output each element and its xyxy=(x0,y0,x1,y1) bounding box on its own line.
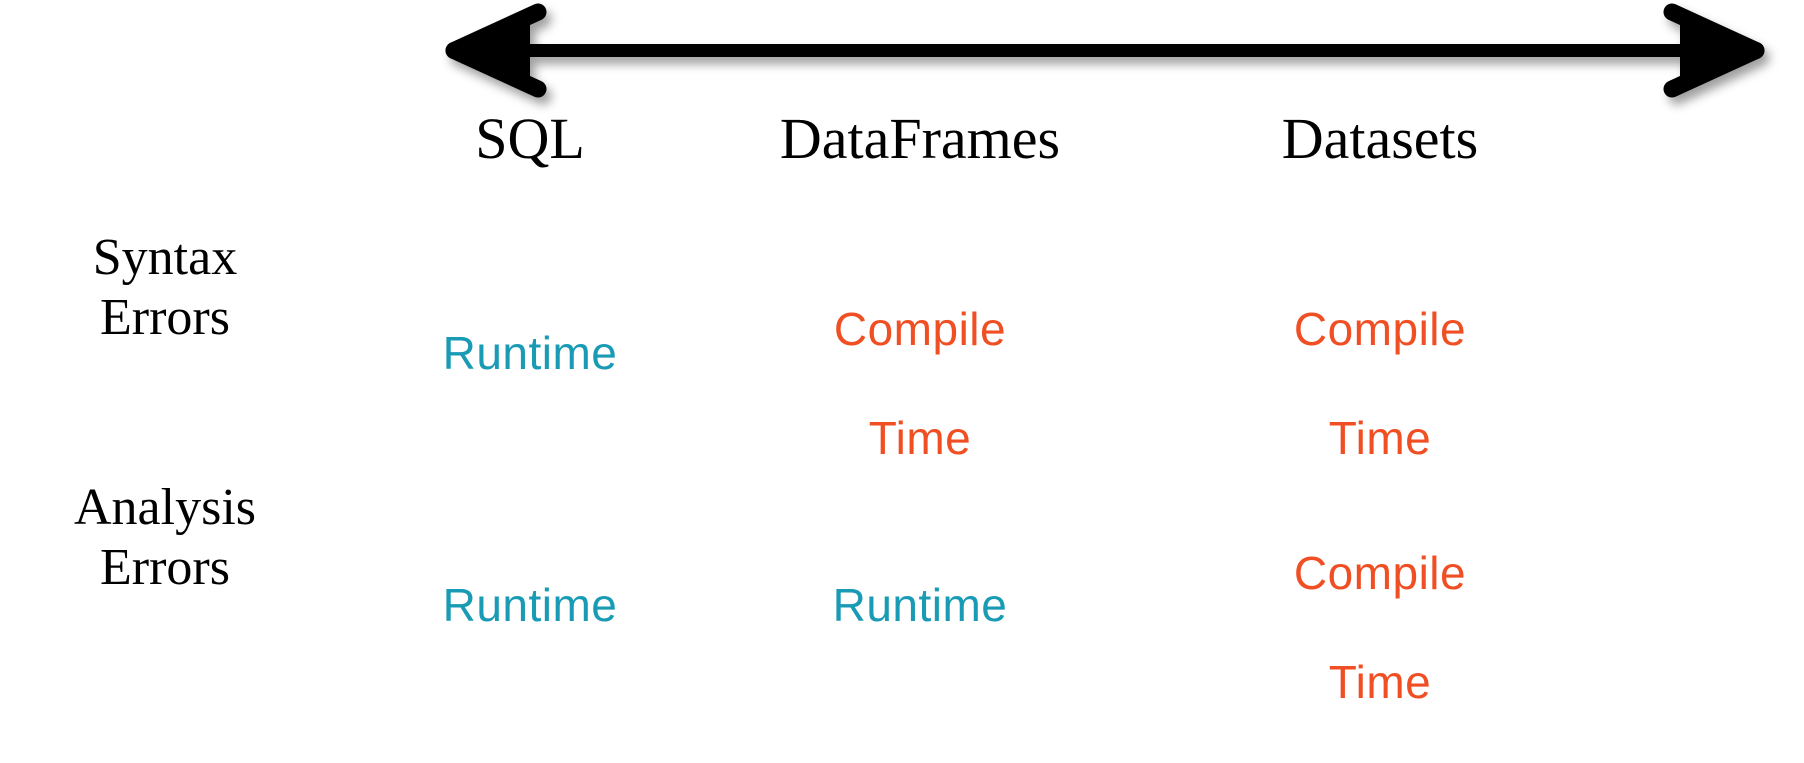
row-label-syntax-errors: Syntax Errors xyxy=(0,228,330,349)
arrow-body xyxy=(445,3,1765,98)
cell-text-line-2: Time xyxy=(1328,655,1432,708)
column-header-dataframes: DataFrames xyxy=(779,106,1061,171)
cell-syntax-errors-dataframes: Compile Time xyxy=(730,248,1110,519)
spectrum-arrow xyxy=(420,0,1790,100)
cell-analysis-errors-dataframes: Runtime xyxy=(730,524,1110,687)
row-label-line-2: Errors xyxy=(100,289,230,347)
row-label-line-1: Analysis xyxy=(74,479,256,536)
column-header-datasets: Datasets xyxy=(1281,106,1479,171)
cell-text-line-1: Runtime xyxy=(832,579,1008,632)
column-header-sql: SQL xyxy=(475,106,585,171)
cell-text-line-1: Compile xyxy=(1293,547,1467,600)
cell-text-line-2: Time xyxy=(868,411,972,464)
cell-analysis-errors-sql: Runtime xyxy=(380,524,680,687)
row-label-line-1: Syntax xyxy=(92,229,238,286)
cell-text-line-1: Runtime xyxy=(442,327,618,380)
cell-analysis-errors-datasets: Compile Time xyxy=(1185,492,1575,763)
cell-text-line-1: Compile xyxy=(833,303,1007,356)
cell-syntax-errors-sql: Runtime xyxy=(380,272,680,435)
cell-syntax-errors-datasets: Compile Time xyxy=(1185,248,1575,519)
cell-text-line-1: Runtime xyxy=(442,579,618,632)
cell-text-line-2: Time xyxy=(1328,411,1432,464)
cell-text-line-1: Compile xyxy=(1293,303,1467,356)
row-label-analysis-errors: Analysis Errors xyxy=(0,478,330,599)
row-label-line-2: Errors xyxy=(100,539,230,597)
